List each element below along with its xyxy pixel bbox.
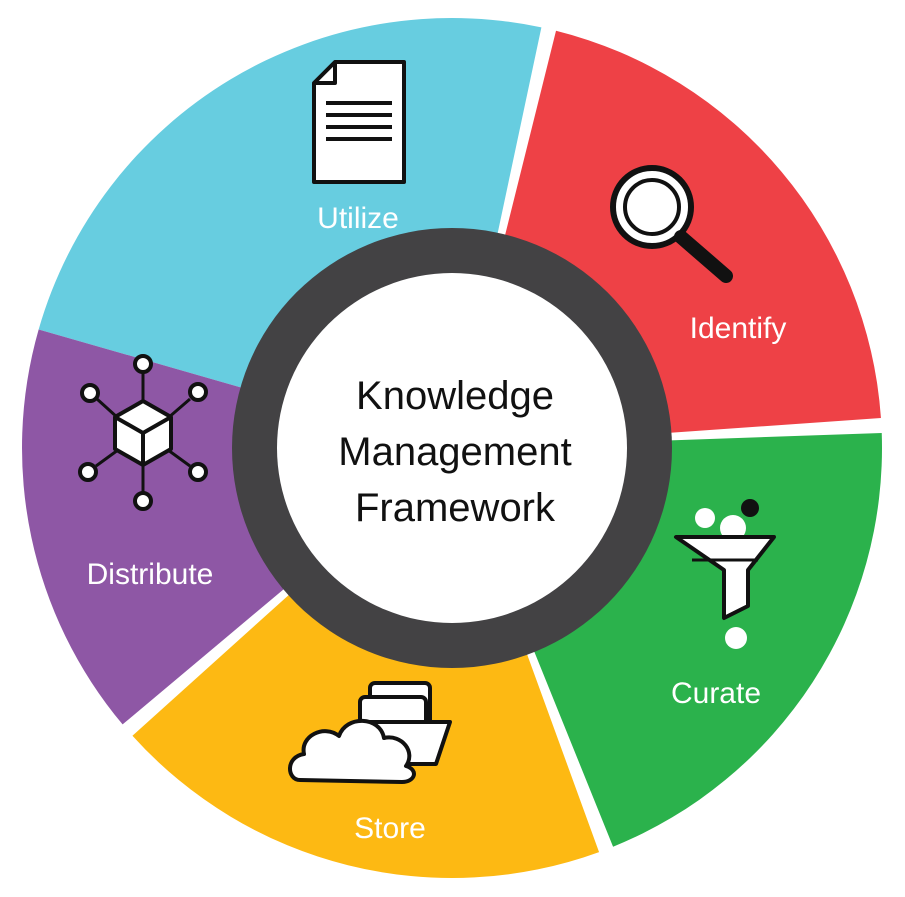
segment-label-curate: Curate [671,677,761,710]
segment-label-distribute: Distribute [87,558,214,591]
cloud-folders-icon [288,681,452,784]
center-title: Knowledge Management Framework [338,374,571,530]
segment-label-identify: Identify [690,312,787,345]
center-title-line-1: Knowledge [356,374,554,418]
segment-label-store: Store [354,812,426,845]
center-title-line-3: Framework [355,486,556,530]
segment-label-utilize: Utilize [317,202,399,235]
magnifier-icon [610,165,733,283]
network-cube-icon [78,354,208,511]
center-circle [277,273,627,623]
segment-utilize [38,18,542,399]
funnel-icon [674,499,776,649]
document-icon [312,60,406,184]
center-title-line-2: Management [338,430,571,474]
